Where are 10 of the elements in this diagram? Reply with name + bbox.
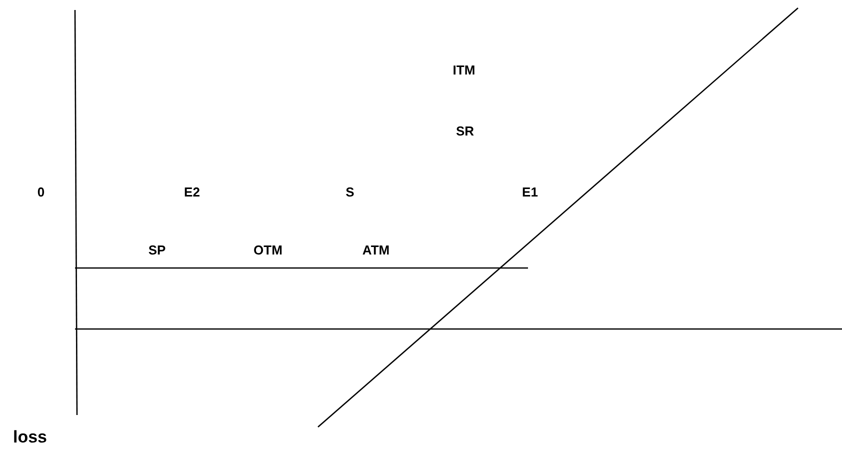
label-text: loss bbox=[12, 428, 48, 446]
label-text: ATM bbox=[362, 244, 390, 256]
label-text: SP bbox=[148, 244, 166, 256]
label-text: E2 bbox=[184, 186, 200, 198]
label-text: ITM bbox=[452, 64, 476, 76]
label-text: 0 bbox=[37, 186, 45, 198]
label-text: E1 bbox=[522, 186, 538, 198]
label-text: S bbox=[346, 186, 354, 198]
label-text: OTM bbox=[254, 244, 282, 256]
label-text: SR bbox=[456, 124, 474, 138]
